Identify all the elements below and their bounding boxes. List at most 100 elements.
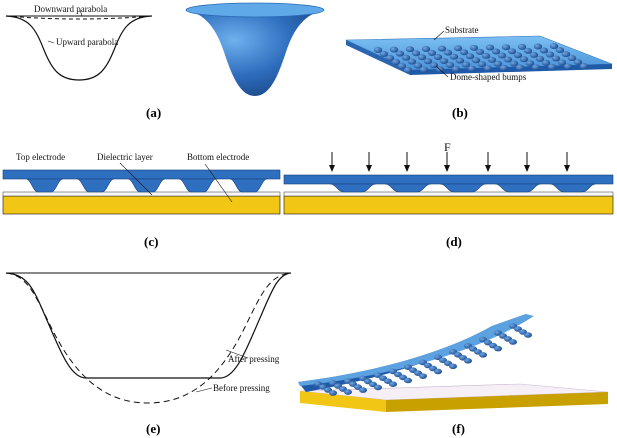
upward-parabola-leader [47,40,55,44]
panel-e: After pressing Before pressing (e) [5,272,292,436]
dome-bump [503,56,513,63]
dome-bump [539,47,549,54]
bent-bump [374,384,382,391]
caption-a: (a) [146,105,161,120]
dielectric-layer-d [283,191,614,197]
dome-bump [373,47,383,53]
electrode-bump-pressed [329,183,377,193]
dome-bump [547,63,557,70]
dome-bump [449,53,459,60]
bottom-electrode-leader [204,163,233,203]
dielectric-leader [119,162,153,196]
bent-bump [404,377,412,384]
force-arrow-head [564,165,570,172]
dome-bump [417,54,427,61]
dome-bumps-b [373,43,589,73]
dome-bump [401,54,411,61]
dome-3d [186,10,324,96]
downward-parabola-curve [5,15,153,20]
dome-bump [397,63,407,69]
bumps-d [329,183,597,193]
dome-bump [467,65,477,72]
dome-bump [461,61,471,68]
top-electrode-d [283,174,614,185]
bottom-substrate-front [386,392,608,412]
dome-bump [451,65,461,72]
dome-bump [469,44,479,51]
dome-bump [549,43,559,50]
dome-bump [471,57,481,64]
label-upward-parabola: Upward parabola [56,37,118,47]
dome-bump [475,48,485,55]
panel-a: Downward parabola Upward parabola (a) [5,2,325,120]
substrate-leader [433,30,445,41]
electrode-bump-pressed [439,183,487,193]
panel-f: (f) [298,314,609,436]
caption-b: (b) [452,105,468,120]
dome-bump [563,63,573,70]
dome-bump [551,55,561,62]
dome-bump [455,57,465,64]
dome-bump [523,47,533,54]
dome-bump [411,50,421,57]
bumps-f [314,323,532,396]
dome-bump [515,64,525,71]
electrode-bump [229,178,268,193]
substrate-front [410,64,612,75]
dielectric-layer [2,191,281,197]
dome-bump [517,43,527,50]
dome-bump [437,45,447,52]
bent-bump [419,373,427,379]
after-pressing-leader [225,349,249,359]
dome-bump [459,49,469,56]
bottom-substrate-side [300,391,386,412]
label-before-pressing: Before pressing [213,383,270,393]
dome-bump [531,64,541,71]
bent-bump [494,345,502,352]
dome-bump [525,60,535,67]
dome-bump [421,45,431,52]
dome-bump [535,55,545,62]
dome-bump [567,55,577,62]
caption-f: (f) [452,421,465,436]
bent-bump [509,339,517,345]
dome-bump [395,50,405,57]
panel-c: Top electrode Dielectric layer Bottom el… [2,152,281,249]
dome-bump [477,61,487,68]
before-pressing-curve [5,272,292,404]
bent-top-surface [298,314,534,386]
dome-bump [453,45,463,52]
bent-bump [329,390,337,396]
dome-bump [439,57,449,64]
before-pressing-leader [195,387,213,393]
electrode-bump [178,178,217,193]
dome-bump [497,52,507,59]
bent-bump [434,368,442,375]
dome-bump [513,52,523,59]
substrate-side [346,40,410,75]
label-dielectric-layer: Dielectric layer [97,152,153,162]
dome-bump [433,53,443,60]
dome-bump [507,48,517,55]
bent-bump [389,381,397,388]
dome-bump [561,51,571,58]
bottom-electrode [2,195,281,215]
bent-bump [524,332,532,338]
dome-bump [389,46,399,53]
dome-bump [485,44,495,51]
panel-b: Substrate Dome-shaped bumps (b) [345,25,613,120]
caption-e: (e) [146,421,160,436]
dome-bump [419,66,429,73]
dome-bump [501,44,511,51]
dome-bump [423,58,433,65]
bent-bump [344,389,352,395]
dome-bump [429,62,439,69]
dome-bump [427,49,437,56]
dome-bump [533,43,543,50]
dome-bump [481,52,491,59]
dome-bump [579,63,589,70]
bumps-leader [435,65,449,78]
force-arrow-head [329,165,335,172]
caption-d: (d) [446,234,462,249]
dome-bump [529,51,539,58]
